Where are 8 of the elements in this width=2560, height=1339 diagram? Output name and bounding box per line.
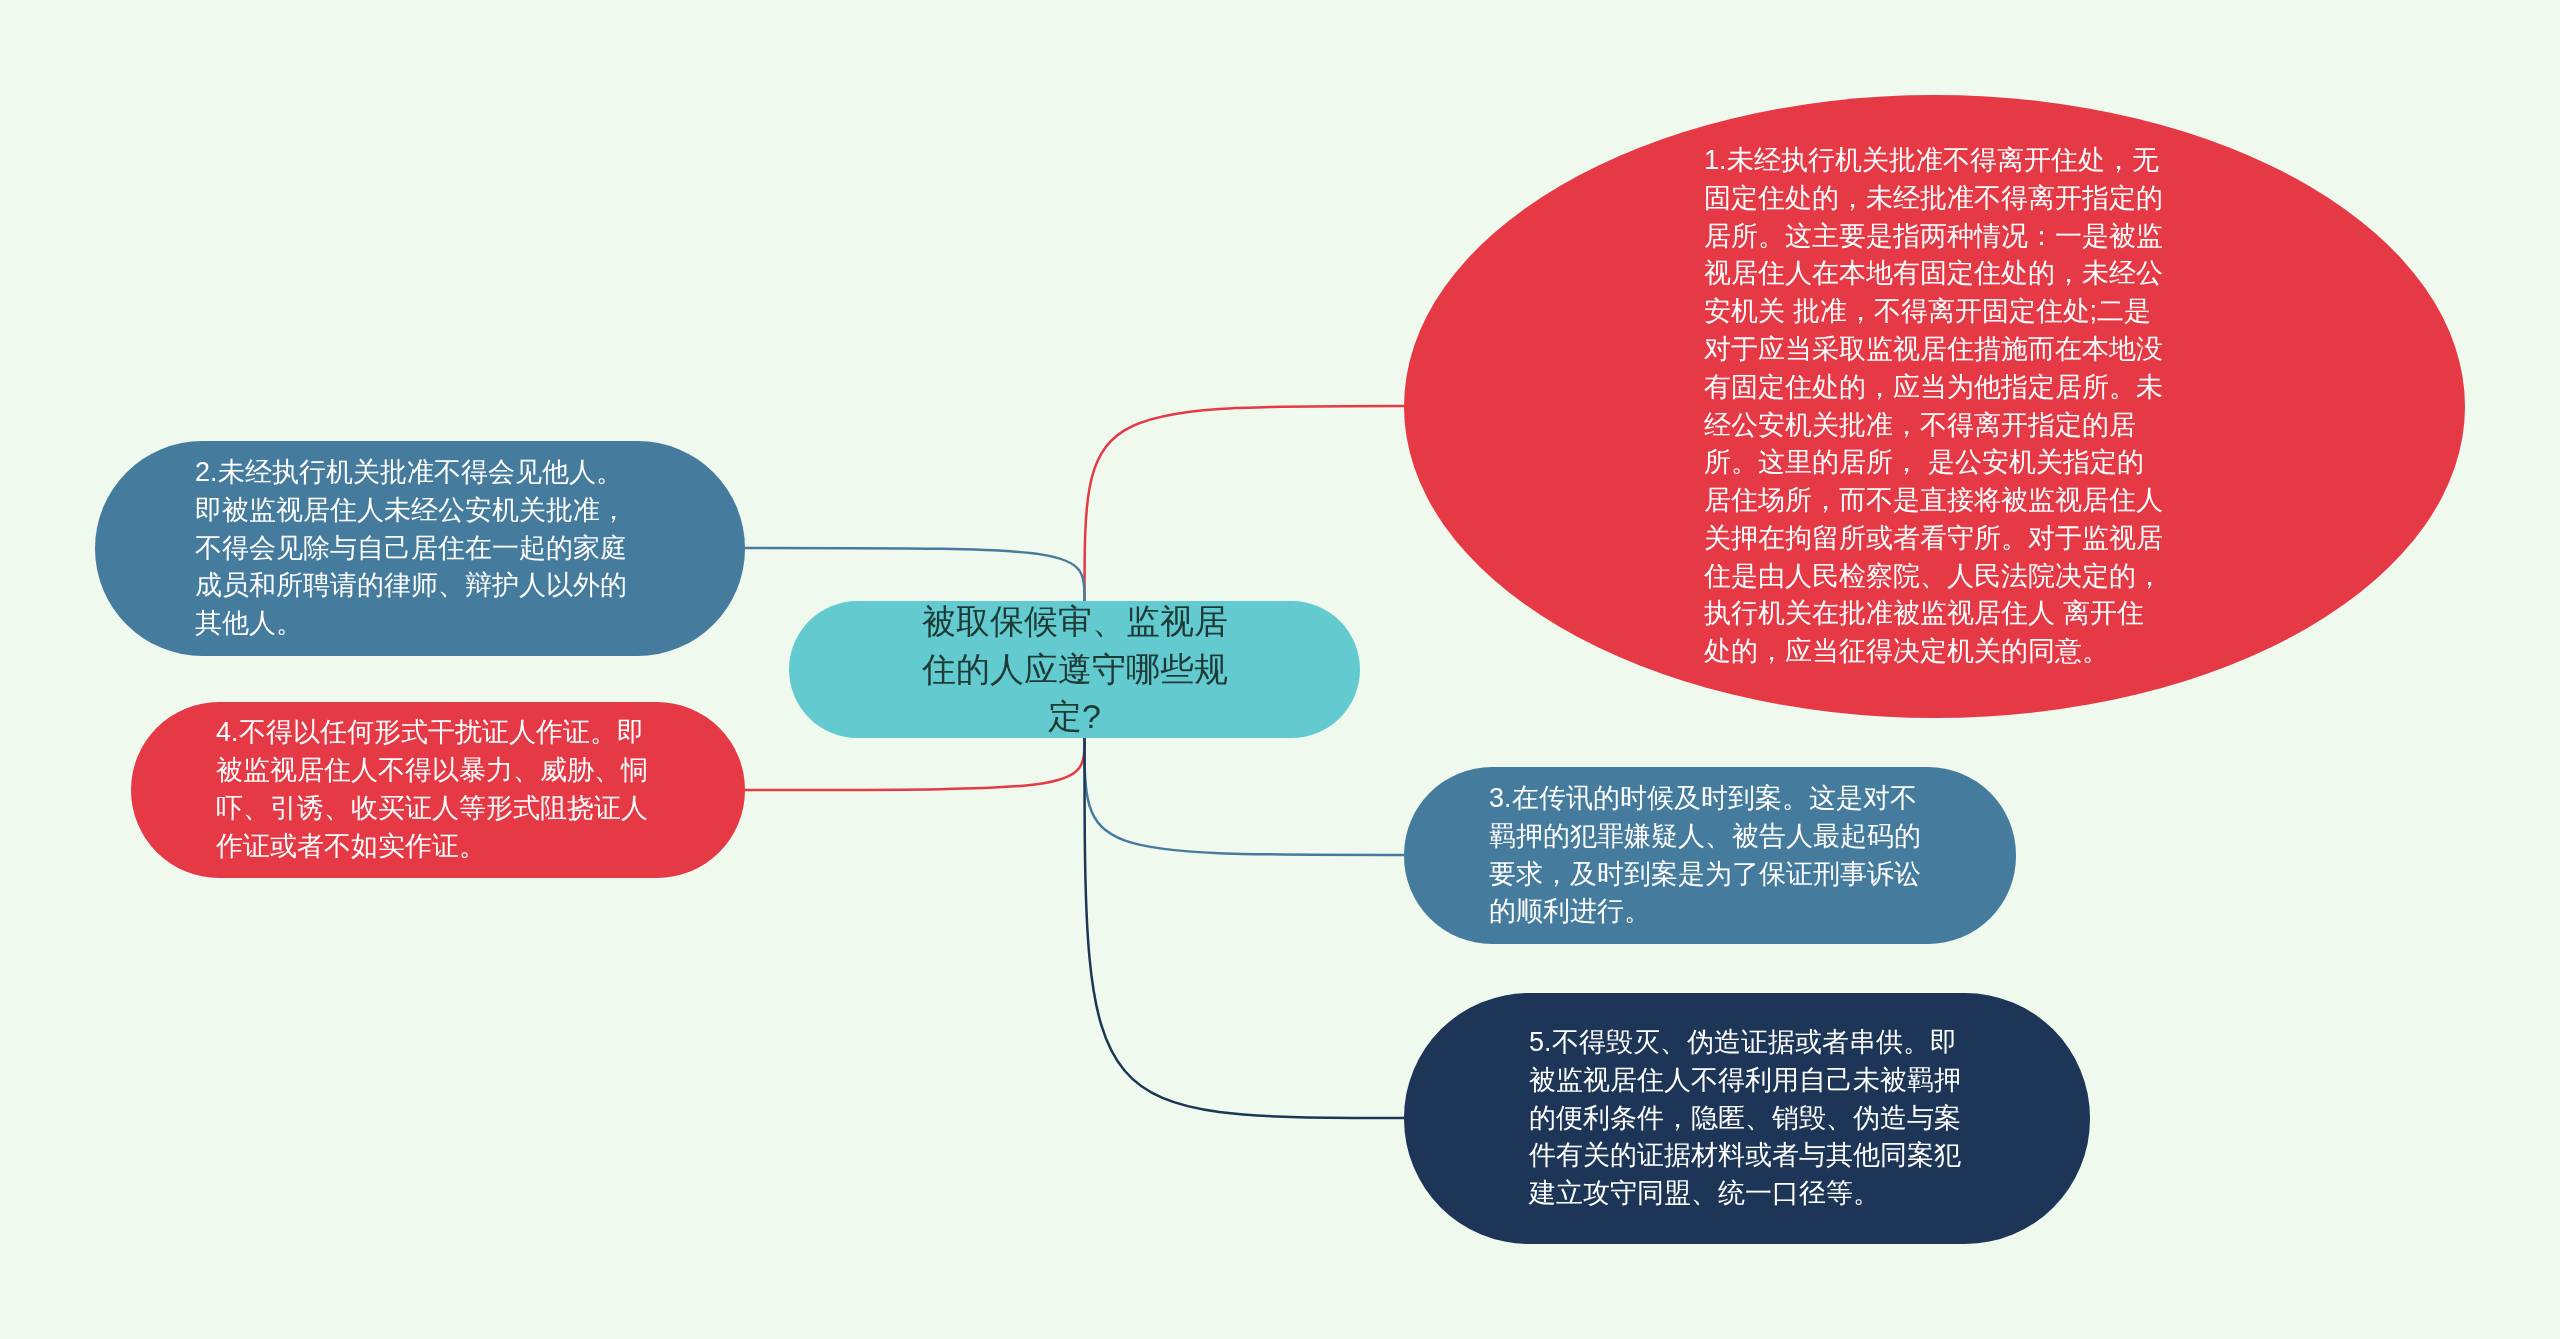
branch-text: 2.未经执行机关批准不得会见他人。即被监视居住人未经公安机关批准，不得会见除与自己居住在一起的家庭成员和所聘请的律师、辩护人以外的其他人。 [195, 456, 628, 641]
connector-line [1083, 738, 1404, 1120]
connector-line [745, 546, 1086, 601]
topic-text: 被取保候审、监视居住的人应遵守哪些规定? [920, 601, 1229, 738]
branch-text: 3.在传讯的时候及时到案。这是对不羁押的犯罪嫌疑人、被告人最起码的要求，及时到案是为了保证刑事诉讼的顺利进行。 [1489, 781, 1922, 929]
branch-text: 1.未经执行机关批准不得离开住处，无固定住处的，未经批准不得离开指定的居所。这主要是指两种情况：一是被监视居住人在本地有固定住处的，未经公安机关 批准，不得离开固定住处;二是对于应当采取监视居住措施而在本地没有固定住处的，应当为他指定居所。未经公安机关批准，不得离开指定的居所。这里的居所， 是公安机关指定的居住场所，而不是直接将被监视居住人关押在拘留所或者看守所。对于监视居住是由人民检察院、人民法院决定的，执行机关在批准被监视居住人 离开住处的，应当征得决定机关的同意。 [1704, 143, 2164, 669]
branch-text: 5.不得毁灭、伪造证据或者串供。即被监视居住人不得利用自己未被羁押的便利条件，隐匿、销毁、伪造与案件有关的证据材料或者与其他同案犯建立攻守同盟、统一口径等。 [1529, 1026, 1962, 1211]
branch-text: 4.不得以任何形式干扰证人作证。即被监视居住人不得以暴力、威胁、恫吓、引诱、收买证人等形式阻挠证人作证或者不如实作证。 [216, 716, 649, 863]
